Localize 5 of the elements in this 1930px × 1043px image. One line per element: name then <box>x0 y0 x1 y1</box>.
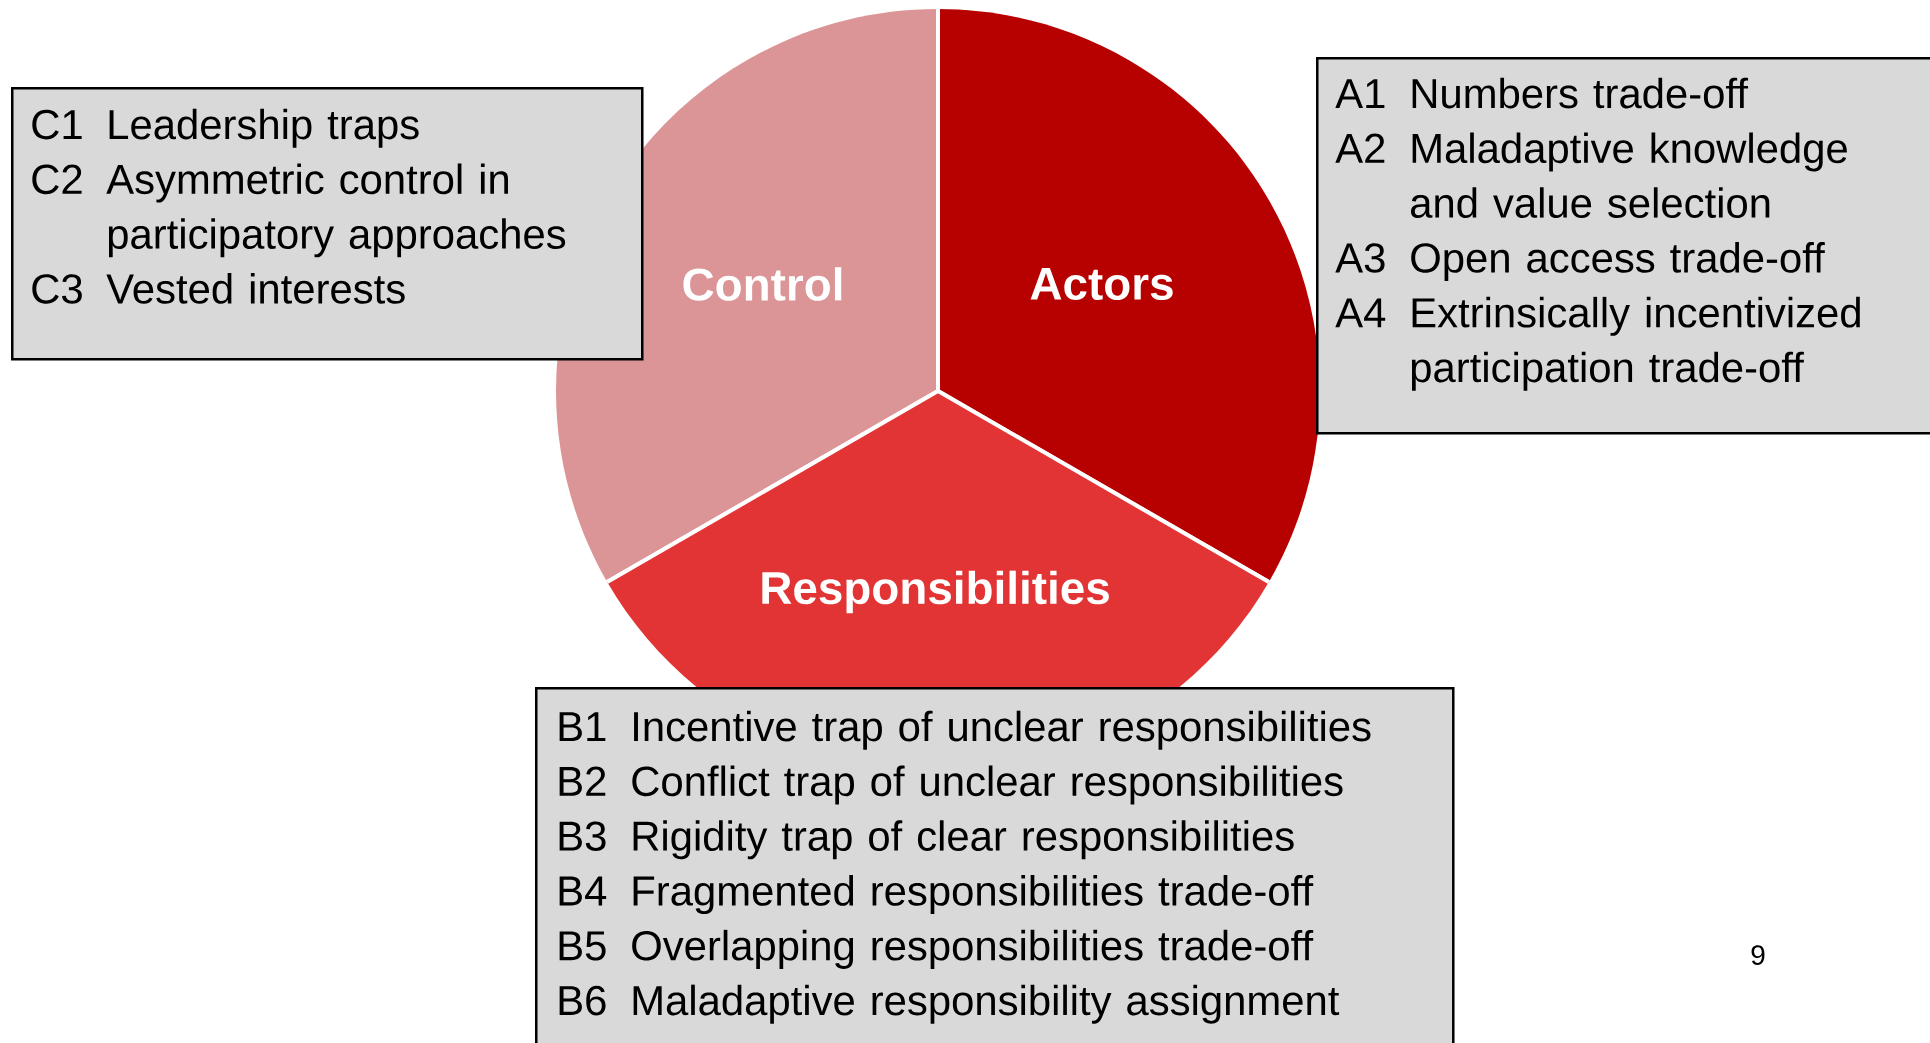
text-box: B1 Incentive trap of unclear responsibilities B2 Conflict trap of unclear responsibilities B3 Rigidity trap of clear responsibilities B4 Fragmented responsibilities trade-off B5 Overlapping responsibilities trade-off B6 Maladaptive responsibility assignment <box>535 687 1455 1043</box>
text-box: C1 Leadership traps C2 Asymmetric control in participatory approaches C3 Vested interests <box>11 87 644 361</box>
pie-segment: Responsibilities <box>606 389 1270 687</box>
text-box: A1 Numbers trade-off A2 Maladaptive knowledge and value selection A3 Open access trade-off A4 Extrinsically incentivized participation trade-off <box>1316 57 1930 435</box>
page-number: 9 <box>1751 945 1765 965</box>
